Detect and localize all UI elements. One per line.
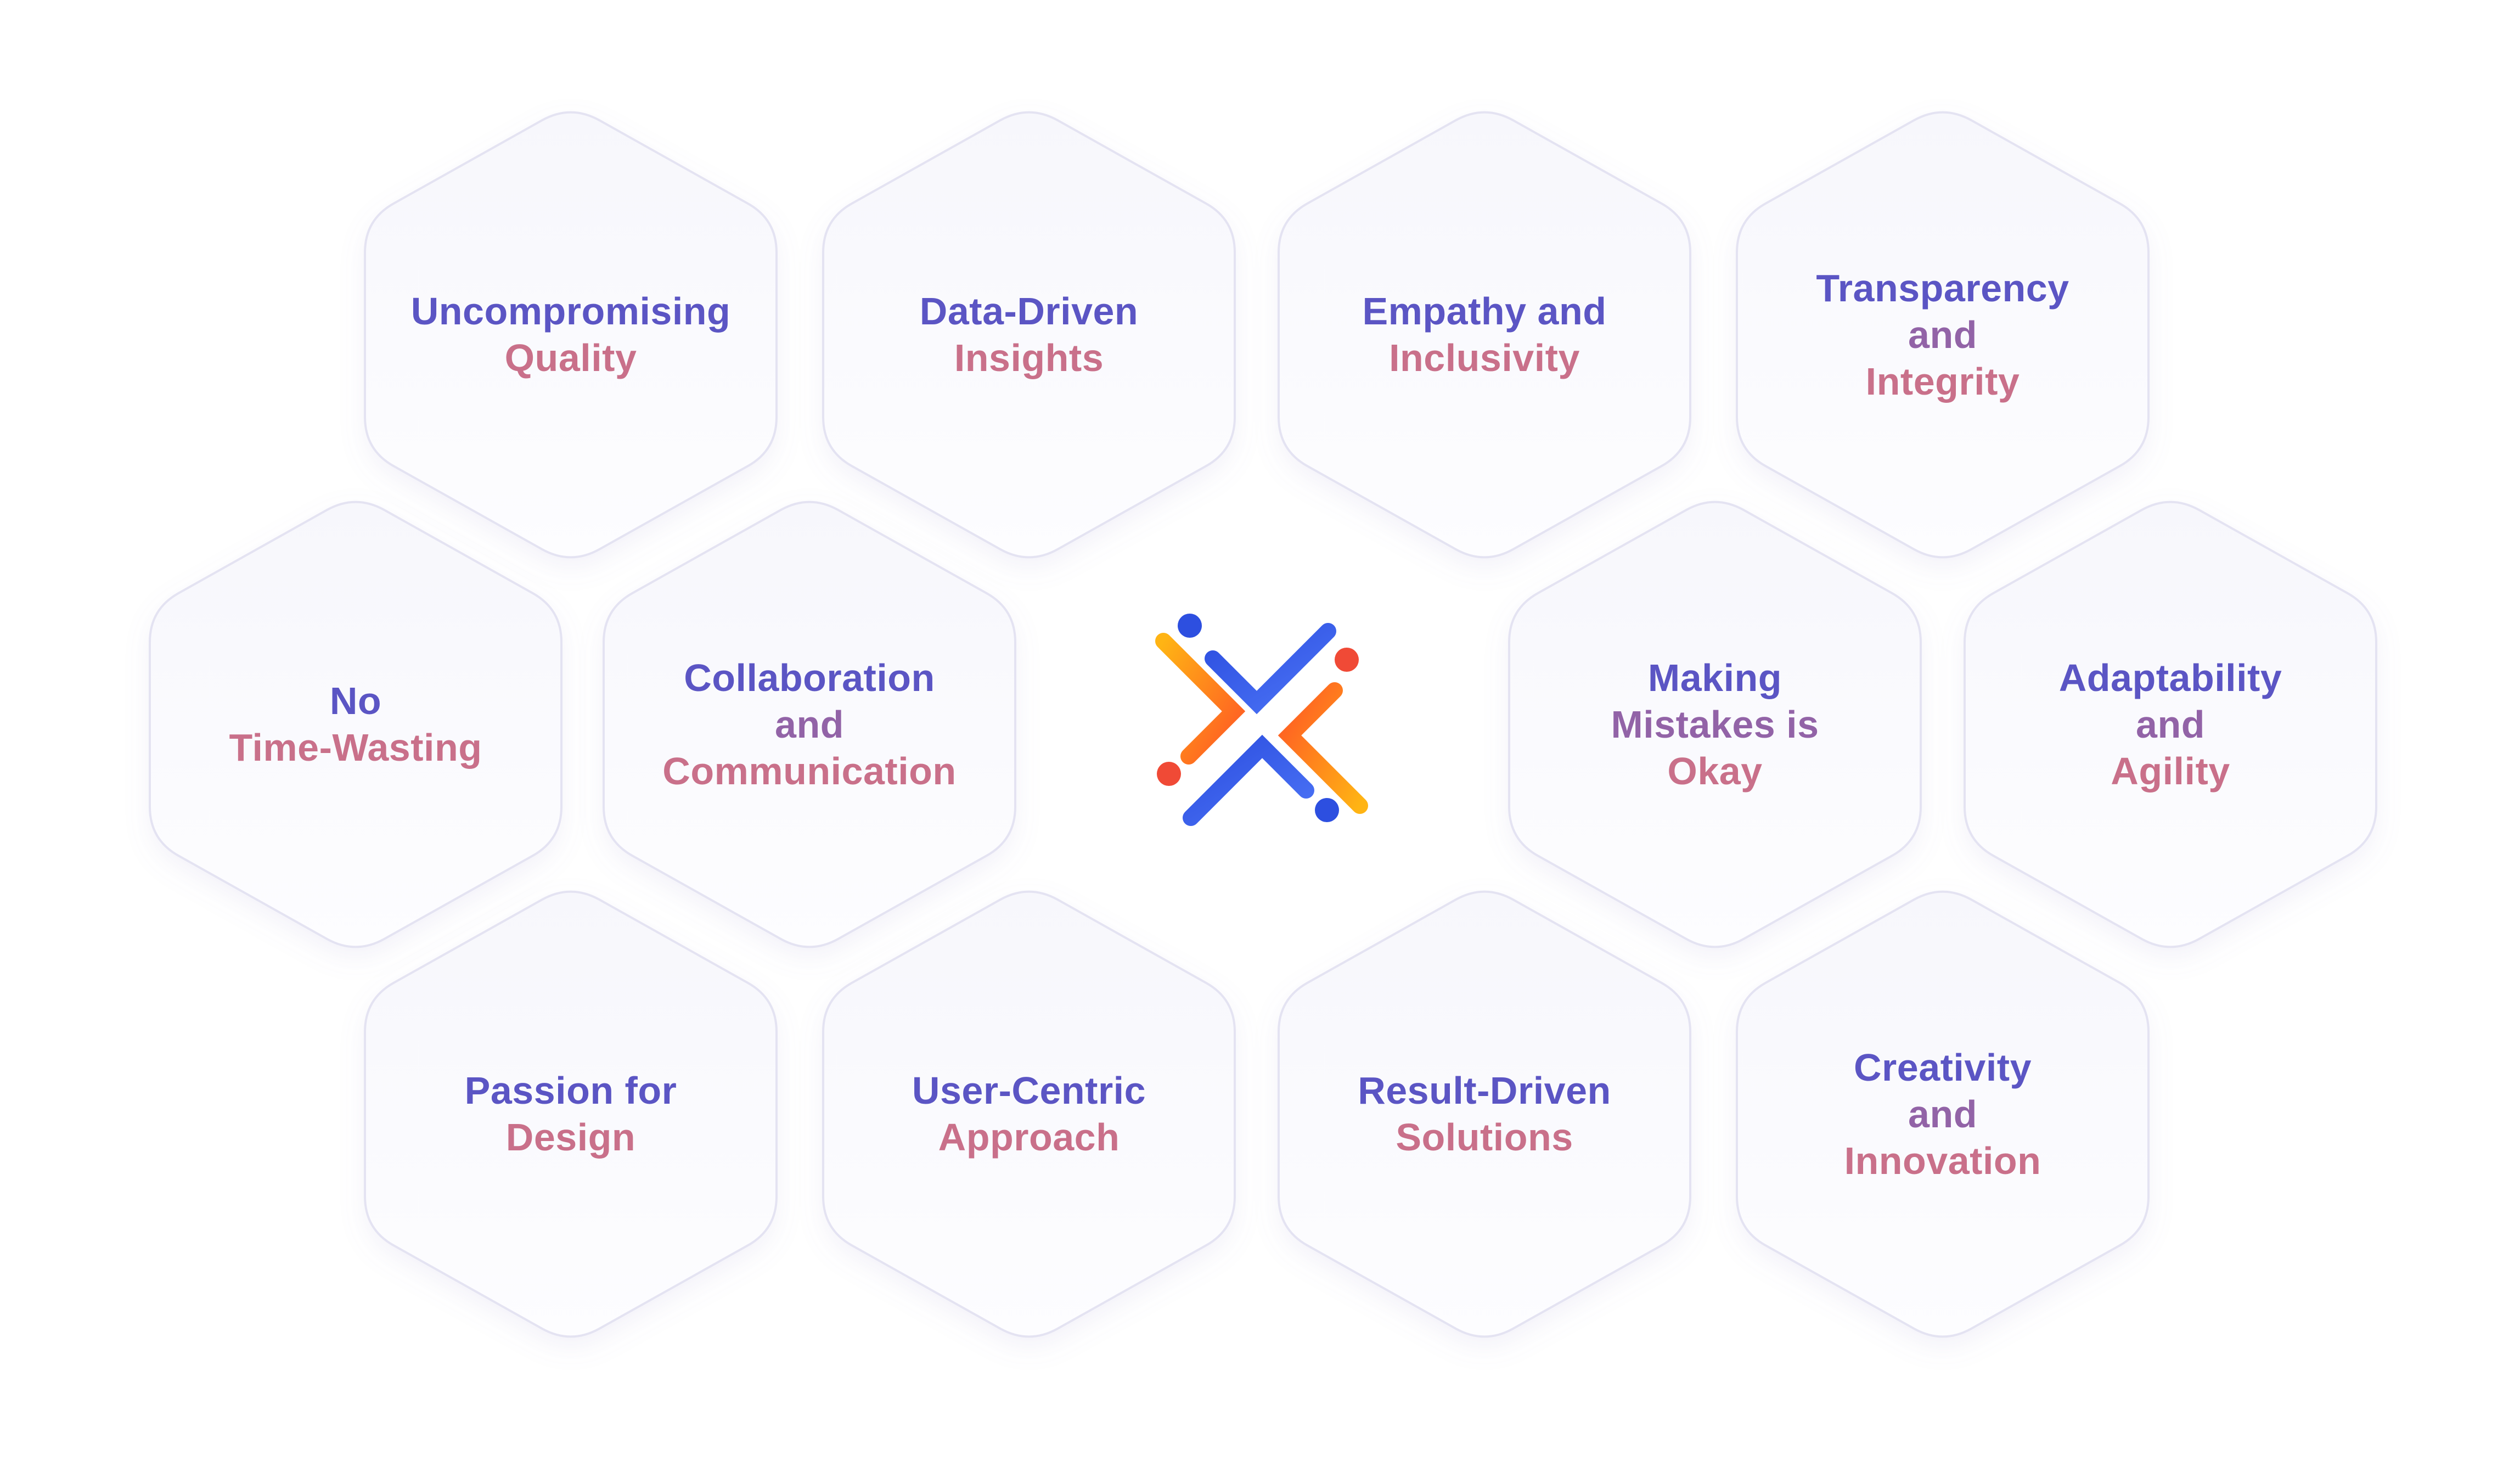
logo-left-chevron (1155, 633, 1246, 765)
logo-dot-right (1335, 648, 1359, 672)
value-label-line: Time-Wasting (229, 726, 482, 769)
value-label-line: Creativity (1853, 1046, 2032, 1089)
value-label-line: No (329, 679, 382, 722)
value-label-line: Result-Driven (1358, 1069, 1611, 1112)
value-label-line: Uncompromising (410, 290, 731, 333)
hexagon-empathy-inclusivity (1278, 111, 1691, 559)
value-label-line: Quality (504, 336, 637, 379)
value-label-line: Agility (2111, 749, 2230, 793)
value-label-line: Innovation (1844, 1139, 2041, 1182)
value-label-line: Passion for (464, 1069, 677, 1112)
value-label-line: Approach (938, 1116, 1120, 1159)
value-label-line: Communication (662, 749, 957, 793)
value-label-line: Empathy and (1362, 290, 1607, 333)
value-label-line: and (2136, 703, 2205, 746)
hexagon-collaboration-communication (603, 501, 1016, 948)
value-label-line: Adaptability (2058, 656, 2282, 699)
value-label-line: and (1908, 1092, 1977, 1136)
hexagon-creativity-innovation (1736, 890, 2150, 1338)
logo-dot-bottom (1315, 798, 1339, 822)
hexagon-result-driven-solutions (1278, 890, 1691, 1338)
value-label-line: Transparency (1816, 266, 2069, 310)
logo-top-chevron (1205, 623, 1336, 715)
value-label-line: Okay (1667, 749, 1763, 793)
value-label-line: Collaboration (684, 656, 935, 699)
value-label-line: Solutions (1396, 1116, 1573, 1159)
hexagon-making-mistakes-okay (1508, 501, 1922, 948)
value-label-line: and (775, 703, 844, 746)
logo-bottom-chevron (1183, 734, 1314, 826)
hexagon-user-centric-approach (822, 890, 1236, 1338)
value-label-line: Insights (954, 336, 1104, 379)
value-label-line: Data-Driven (919, 290, 1139, 333)
value-label-line: Mistakes is (1611, 703, 1819, 746)
logo-dot-left (1157, 762, 1181, 786)
value-label-line: Integrity (1865, 359, 2020, 403)
hexagon-no-time-wasting (149, 501, 562, 948)
value-label-line: and (1908, 313, 1977, 356)
hexagon-uncompromising-quality (364, 111, 778, 559)
hexagon-passion-for-design (364, 890, 778, 1338)
logo-right-chevron (1278, 682, 1368, 814)
value-label-line: Inclusivity (1389, 336, 1580, 379)
hexagon-transparency-integrity (1736, 111, 2150, 559)
hexagon-adaptability-agility (1964, 501, 2377, 948)
value-label-line: User-Centric (912, 1069, 1146, 1112)
value-label-line: Making (1647, 656, 1782, 699)
logo-dot-top (1178, 614, 1202, 638)
hexagon-data-driven-insights (822, 111, 1236, 559)
value-label-line: Design (505, 1116, 636, 1159)
x-logo-icon (1155, 614, 1368, 826)
